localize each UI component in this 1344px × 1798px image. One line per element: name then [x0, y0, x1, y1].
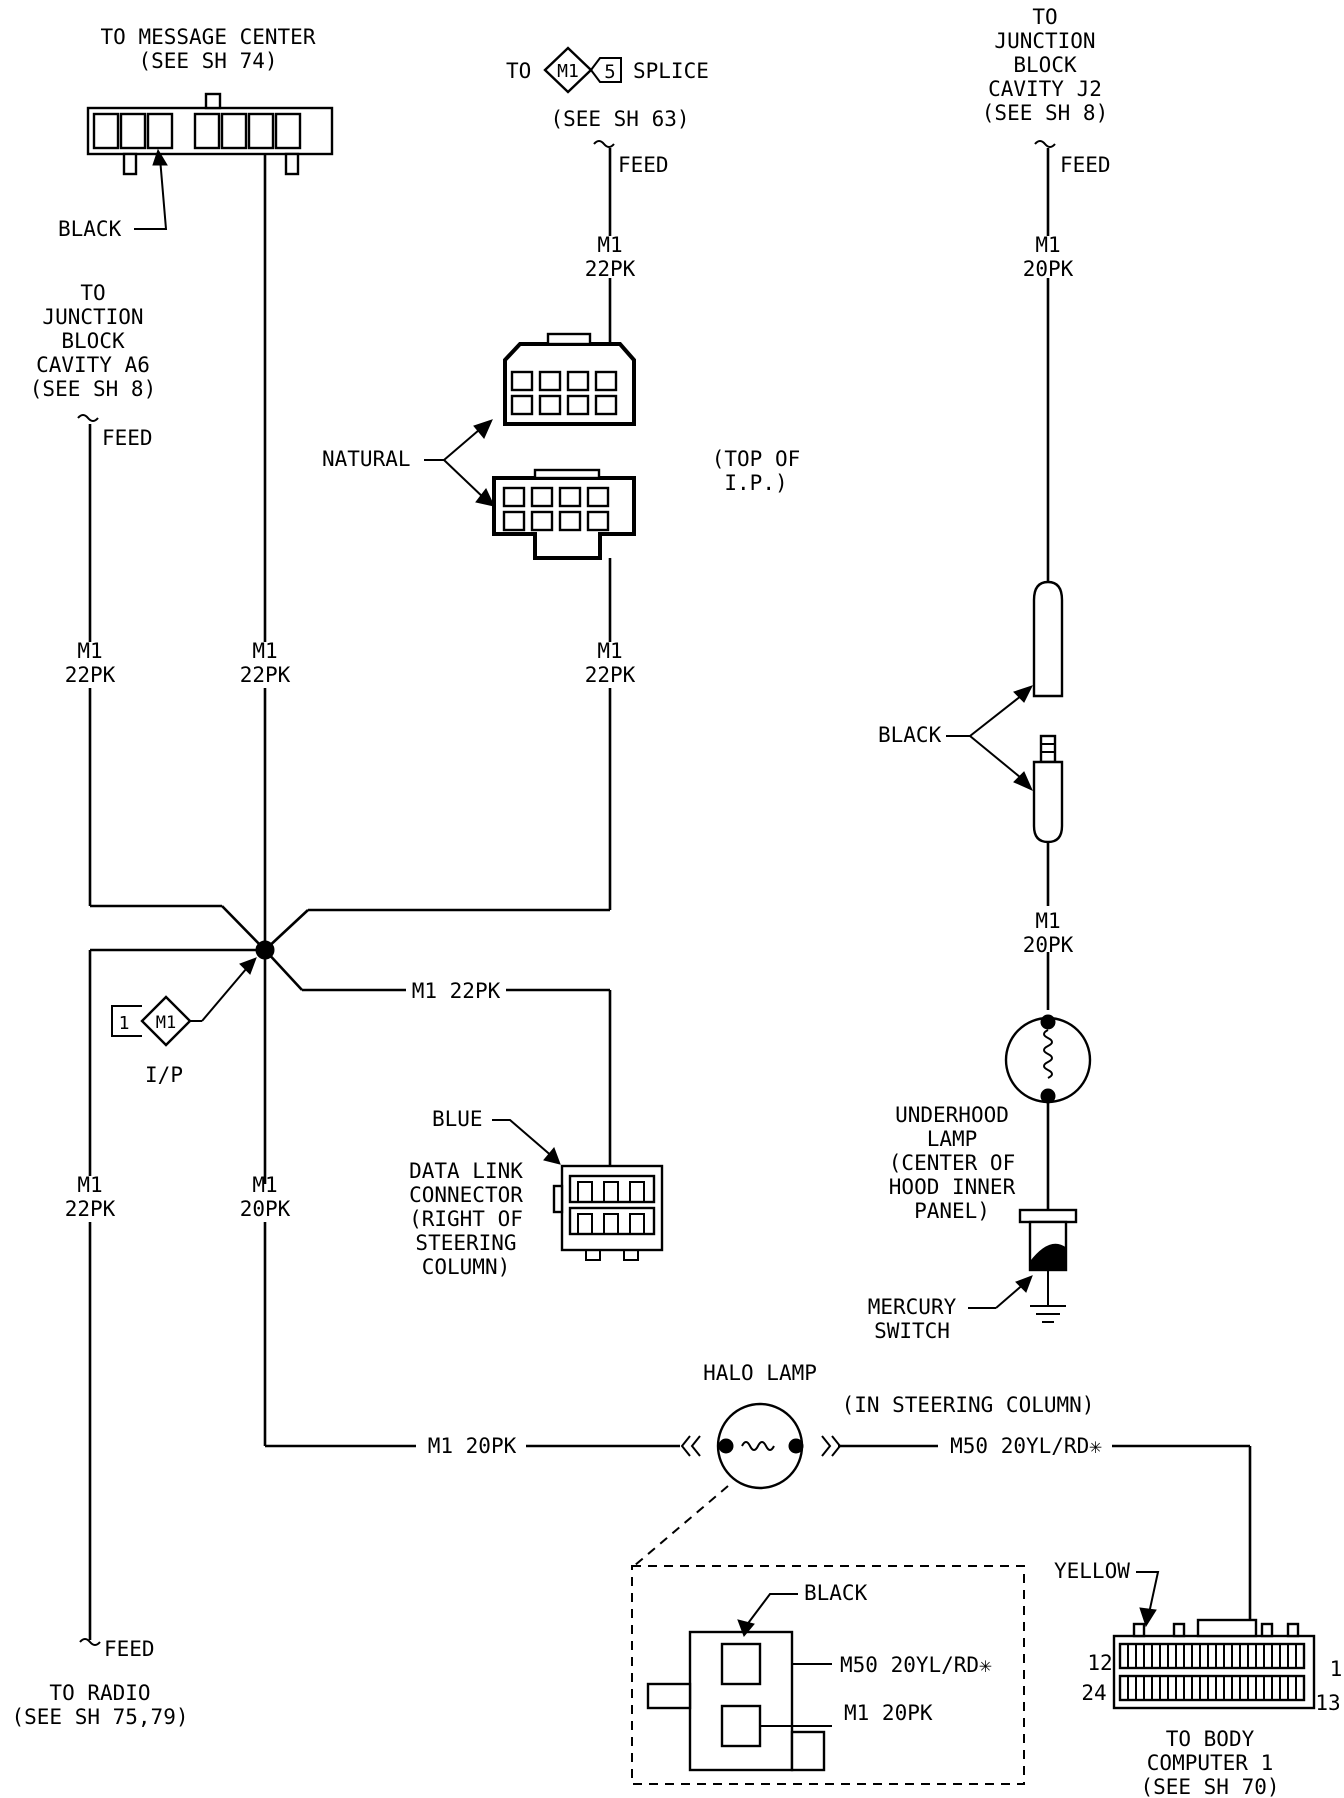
ground-code: M1	[156, 1013, 176, 1033]
jb-j2-label-2: JUNCTION	[994, 29, 1095, 53]
underhood-label-3: (CENTER OF	[889, 1151, 1015, 1175]
wire-a6-m1: M1	[77, 639, 102, 663]
wire-nat-22pk: 22PK	[585, 663, 636, 687]
ground-label: I/P	[145, 1063, 183, 1087]
wires	[88, 148, 1252, 1640]
wire-mc-m1: M1	[252, 639, 277, 663]
wire-mc-22pk: 22PK	[240, 663, 291, 687]
wire-halo-m1-label: M1 20PK	[428, 1434, 517, 1458]
feed-label-splice: FEED	[618, 153, 669, 177]
jb-j2-label-3: BLOCK	[1013, 53, 1077, 77]
wire-splice-m1: M1	[597, 233, 622, 257]
message-center-connector	[86, 92, 334, 176]
wire-lamp-20pk: 20PK	[1023, 933, 1074, 957]
halo-detail-box	[631, 1565, 1025, 1785]
jb-j2-label-4: CAVITY J2	[988, 77, 1102, 101]
top-ip-label-2: I.P.)	[724, 471, 787, 495]
natural-connector-lower	[492, 468, 636, 560]
message-center-label-1: TO MESSAGE CENTER	[101, 25, 316, 49]
wire-lamp-m1: M1	[1035, 909, 1060, 933]
pin-24: 24	[1081, 1681, 1106, 1705]
ground-num: 1	[119, 1013, 130, 1034]
wire-datalink-label: M1 22PK	[412, 979, 501, 1003]
mercury-switch	[1018, 1208, 1078, 1323]
wire-splice-22pk: 22PK	[585, 257, 636, 281]
splice-code: M1	[557, 61, 579, 82]
feed-label-a6: FEED	[102, 426, 153, 450]
underhood-label-5: PANEL)	[914, 1199, 990, 1223]
body-computer-label-2: COMPUTER 1	[1147, 1751, 1273, 1775]
top-ip-label-1: (TOP OF	[712, 447, 801, 471]
message-center-label-2: (SEE SH 74)	[138, 49, 277, 73]
wire-lower-m1: M1	[252, 1173, 277, 1197]
jb-a6-label-4: CAVITY A6	[36, 353, 150, 377]
halo-lamp	[680, 1402, 842, 1490]
data-link-label-4: STEERING	[415, 1231, 516, 1255]
splice-text: SPLICE	[633, 59, 709, 83]
wire-lower-20pk: 20PK	[240, 1197, 291, 1221]
halo-lamp-label: HALO LAMP	[703, 1361, 817, 1385]
wire-radio-m1: M1	[77, 1173, 102, 1197]
message-center-color-label: BLACK	[58, 217, 122, 241]
splice-to-label: TO	[506, 59, 531, 83]
data-link-label-5: COLUMN)	[422, 1255, 511, 1279]
pin-13: 13	[1315, 1691, 1340, 1715]
wire-j2-20pk: 20PK	[1023, 257, 1074, 281]
feed-label-j2: FEED	[1060, 153, 1111, 177]
detail-black-label: BLACK	[804, 1581, 868, 1605]
splice-junction	[255, 940, 275, 960]
wire-nat-m1: M1	[597, 639, 622, 663]
data-link-label-1: DATA LINK	[409, 1159, 523, 1183]
underhood-label-4: HOOD INNER	[889, 1175, 1016, 1199]
underhood-lamp	[1004, 1014, 1092, 1104]
underhood-label-1: UNDERHOOD	[895, 1103, 1009, 1127]
blue-label: BLUE	[432, 1107, 483, 1131]
jb-j2-label-1: TO	[1032, 5, 1057, 29]
wire-radio-22pk: 22PK	[65, 1197, 116, 1221]
detail-m50-label: M50 20YL/RD✳	[840, 1653, 992, 1677]
yellow-label: YELLOW	[1054, 1559, 1130, 1583]
black-connector-label: BLACK	[878, 723, 942, 747]
radio-label-1: TO RADIO	[49, 1681, 150, 1705]
jb-a6-label-1: TO	[80, 281, 105, 305]
pin-12: 12	[1087, 1651, 1112, 1675]
natural-label: NATURAL	[322, 447, 411, 471]
splice-num: 5	[604, 61, 615, 83]
jb-a6-label-5: (SEE SH 8)	[30, 377, 156, 401]
radio-label-2: (SEE SH 75,79)	[11, 1705, 188, 1729]
feed-label-radio: FEED	[104, 1637, 155, 1661]
jb-j2-label-5: (SEE SH 8)	[982, 101, 1108, 125]
halo-connector-detail	[646, 1630, 826, 1772]
jb-a6-label-2: JUNCTION	[42, 305, 143, 329]
body-computer-label-1: TO BODY	[1166, 1727, 1255, 1751]
pin-1: 1	[1330, 1657, 1343, 1681]
mercury-label-2: SWITCH	[874, 1319, 950, 1343]
wire-j2-m1: M1	[1035, 233, 1060, 257]
body-computer-connector	[1112, 1618, 1316, 1710]
detail-m1-label: M1 20PK	[844, 1701, 933, 1725]
black-connector	[1032, 580, 1064, 844]
data-link-connector	[552, 1164, 664, 1261]
data-link-label-3: (RIGHT OF	[409, 1207, 523, 1231]
jb-a6-label-3: BLOCK	[61, 329, 125, 353]
wire-halo-m50-label: M50 20YL/RD✳	[950, 1434, 1102, 1458]
body-computer-label-3: (SEE SH 70)	[1140, 1775, 1279, 1798]
underhood-label-2: LAMP	[927, 1127, 978, 1151]
data-link-label-2: CONNECTOR	[409, 1183, 523, 1207]
in-column-label: (IN STEERING COLUMN)	[842, 1393, 1095, 1417]
splice-ref: (SEE SH 63)	[550, 107, 689, 131]
mercury-label-1: MERCURY	[868, 1295, 957, 1319]
wire-a6-22pk: 22PK	[65, 663, 116, 687]
natural-connector-upper	[503, 332, 636, 426]
ip-ground-splice: 1 M1	[111, 957, 257, 1047]
